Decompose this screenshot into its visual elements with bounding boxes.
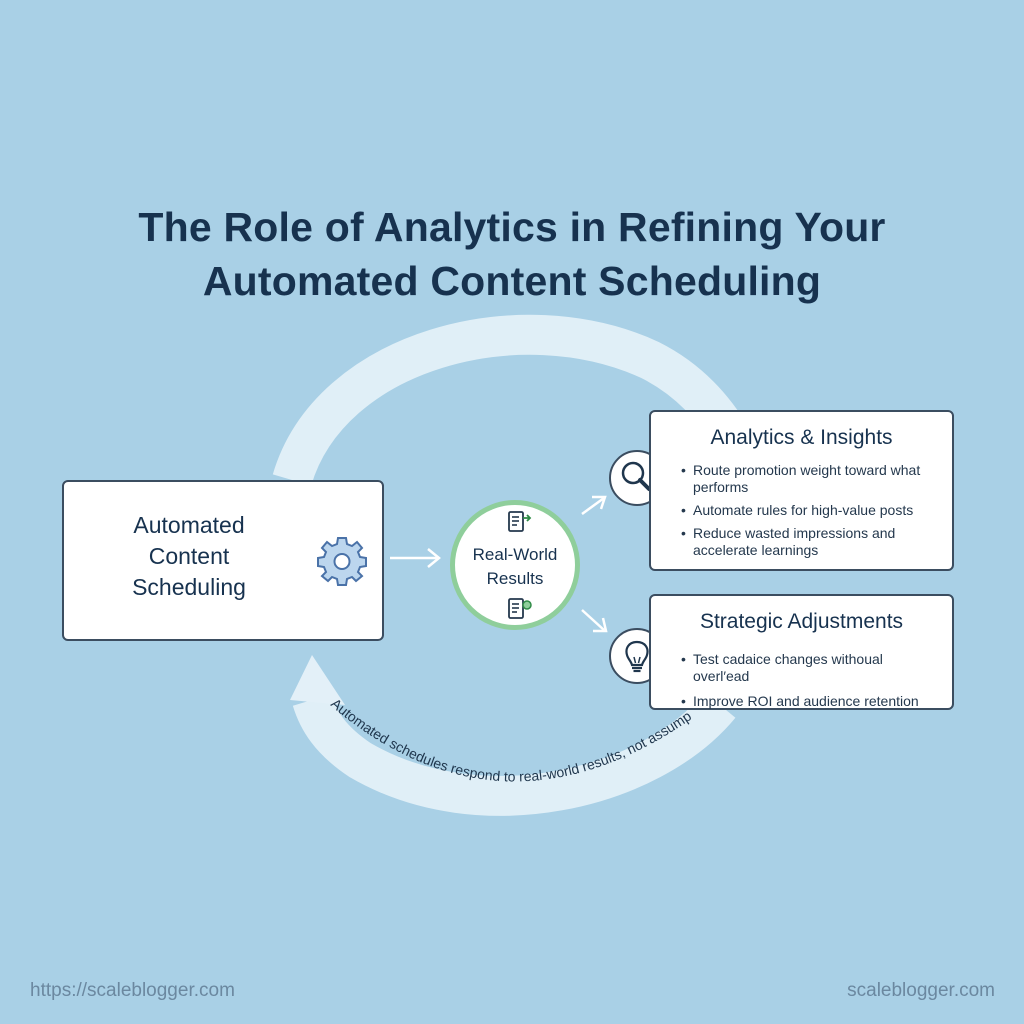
analytics-bullet: Automate rules for high-value posts [681,502,942,519]
analytics-insights-box: Analytics & Insights Route promotion wei… [649,410,954,571]
footer-url-left: https://scaleblogger.com [30,980,235,1001]
center-label-line-2: Results [486,569,544,588]
main-label-line-2: Content [148,543,230,569]
automated-scheduling-label: Automated Content Scheduling [104,510,274,603]
main-label-line-3: Scheduling [132,574,246,600]
real-world-results-label: Real-World Results [455,543,575,591]
footer-url-right: scaleblogger.com [847,980,995,1001]
arrow-center-to-strategic [581,609,608,633]
analytics-bullet: Route promotion weight toward what perfo… [681,462,942,496]
document-arrow-icon [507,510,533,534]
page-title: The Role of Analytics in Refining Your A… [40,200,984,308]
gear-icon [312,530,372,590]
strategic-bullet-list: Test cadaice changes withoual overl′ead … [681,651,942,718]
loop-arrowhead [290,655,345,705]
analytics-bullet: Reduce wasted impressions and accelerate… [681,525,942,559]
real-world-results-node: Real-World Results [450,500,580,630]
title-line-1: The Role of Analytics in Refining Your [138,204,886,250]
analytics-bullet-list: Route promotion weight toward what perfo… [681,462,942,565]
main-label-line-1: Automated [133,512,245,538]
strategic-bullet: Improve ROI and audience retention [681,693,942,710]
title-line-2: Automated Content Scheduling [202,258,822,304]
arrow-main-to-center [390,548,441,568]
arrow-center-to-analytics [581,495,607,516]
strategic-bullet: Test cadaice changes withoual overl′ead [681,651,942,685]
analytics-title: Analytics & Insights [710,426,893,449]
automated-scheduling-box: Automated Content Scheduling [62,480,384,641]
strategic-adjustments-box: Strategic Adjustments Test cadaice chang… [649,594,954,710]
strategic-title: Strategic Adjustments [699,610,904,633]
loop-arrow-bottom [292,691,736,816]
document-refresh-icon [507,597,533,621]
center-label-line-1: Real-World [472,545,558,564]
